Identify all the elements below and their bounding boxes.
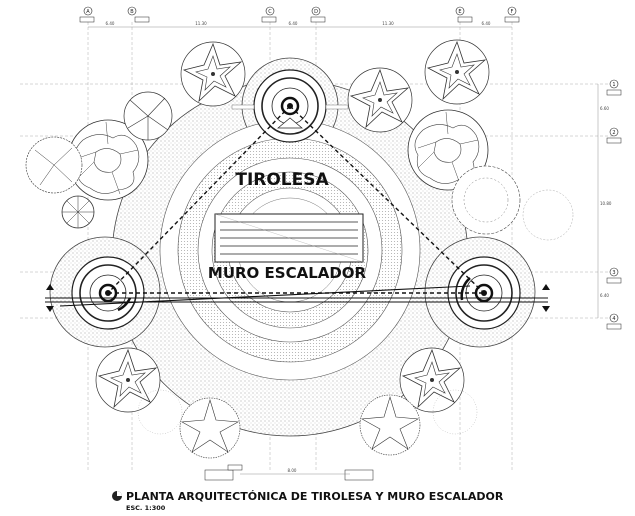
axis-label-c: C — [268, 9, 272, 15]
top-axis-markers: A B C D E F 6.40 11.30 — [79, 6, 520, 28]
tree-star-4 — [95, 347, 161, 413]
tree-speckle-2 — [432, 389, 478, 435]
label-muro-escalador: MURO ESCALADOR — [208, 264, 367, 282]
axis-label-d: D — [314, 9, 318, 15]
tree-dotted-1 — [25, 136, 83, 194]
tree-cloud-2 — [522, 189, 574, 241]
axis-marker-f: F — [504, 6, 520, 23]
zipline-cable — [45, 285, 548, 307]
axis-label-f: F — [511, 9, 514, 15]
tree-speckle-1 — [137, 389, 183, 435]
dimension-top-3: 6.40 — [289, 21, 298, 26]
axis-marker-1: 1 — [606, 79, 622, 96]
tree-star-small-2 — [359, 394, 421, 456]
tree-star-2 — [424, 39, 490, 105]
dimension-right-3: 6.40 — [600, 293, 609, 298]
axis-marker-2: 2 — [606, 127, 622, 144]
axis-label-1: 1 — [612, 82, 615, 88]
axis-label-e: E — [458, 9, 461, 15]
axis-marker-4: 4 — [606, 313, 622, 330]
dimension-top-5: 6.40 — [482, 21, 491, 26]
axis-label-3: 3 — [612, 270, 615, 276]
axis-marker-e: E — [455, 6, 473, 23]
tree-wheel-1 — [61, 195, 95, 229]
tree-branch-1 — [123, 91, 173, 141]
axis-marker-b: B — [127, 6, 150, 23]
tree-star-3 — [347, 67, 413, 133]
axis-label-4: 4 — [612, 316, 615, 322]
dimension-top-2: 11.30 — [195, 21, 207, 26]
tree-star-small-1 — [179, 397, 241, 459]
axis-label-b: B — [130, 9, 134, 15]
right-axis-markers: 1 2 3 4 6.60 10.80 6.40 — [597, 79, 622, 330]
title-icon — [112, 491, 122, 501]
axis-marker-3: 3 — [606, 267, 622, 284]
axis-marker-c: C — [261, 6, 277, 23]
axis-label-2: 2 — [612, 130, 615, 136]
climbing-wall — [214, 213, 364, 263]
dimension-top-1: 6.40 — [106, 21, 115, 26]
tree-star-1 — [180, 41, 246, 107]
tree-cloud-1 — [451, 165, 521, 235]
dimension-top-4: 11.30 — [382, 21, 394, 26]
section-marks — [46, 284, 550, 312]
plan-title: PLANTA ARQUITECTÓNICA DE TIROLESA Y MURO… — [126, 490, 504, 503]
axis-label-a: A — [86, 9, 90, 15]
dimension-right-1: 6.60 — [600, 106, 609, 111]
title-block: PLANTA ARQUITECTÓNICA DE TIROLESA Y MURO… — [112, 490, 504, 512]
label-tirolesa: TIROLESA — [235, 170, 329, 190]
axis-marker-d: D — [310, 6, 326, 23]
trees — [25, 39, 574, 459]
zipline-paths — [107, 105, 485, 294]
axis-marker-a: A — [79, 6, 95, 23]
bottom-markers: 8.00 — [204, 464, 374, 481]
dimension-right-2: 10.80 — [600, 201, 612, 206]
plan-scale: ESC. 1:300 — [126, 504, 166, 512]
dimension-bottom: 8.00 — [288, 468, 297, 473]
